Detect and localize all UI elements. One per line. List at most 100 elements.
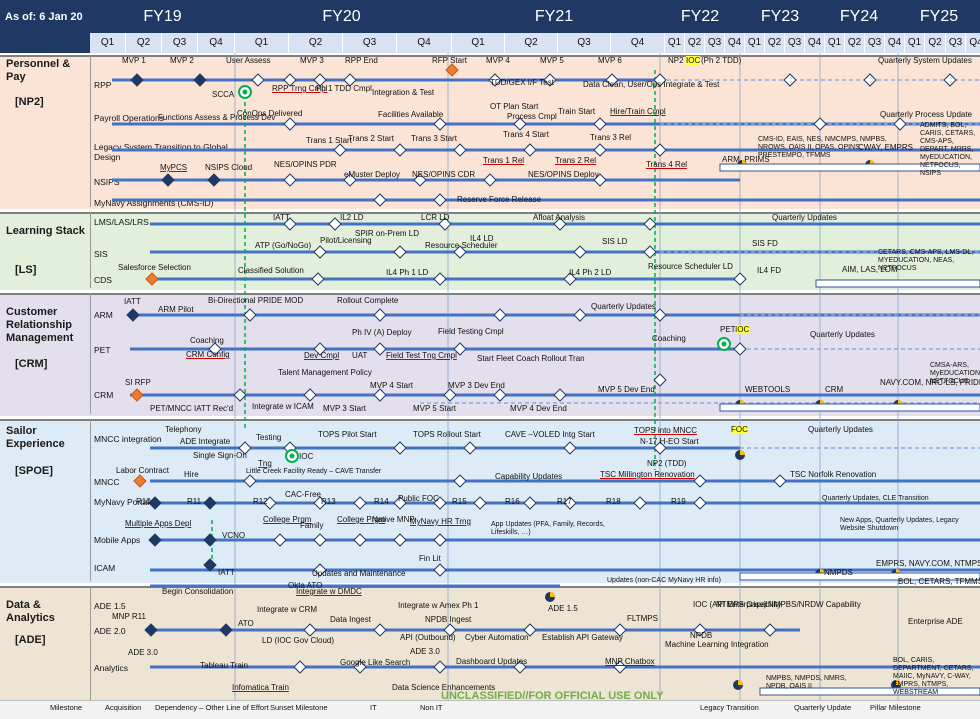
legend-item: Milestone xyxy=(50,703,83,712)
quarter-header: Q3 xyxy=(946,33,966,53)
milestone-label: FLTMPS xyxy=(627,614,658,623)
quarterly-update-diamond xyxy=(283,173,297,187)
quarter-header: Q1 xyxy=(745,33,765,53)
milestone-label: MVP 4 Start xyxy=(370,381,413,390)
milestone-label: Cyber Automation xyxy=(465,633,529,642)
milestone-label: LCR LD xyxy=(421,213,450,222)
quarterly-update-diamond xyxy=(733,342,747,356)
milestone-label: NES/OPINS PDR xyxy=(274,160,337,169)
quarterly-update-diamond xyxy=(283,217,297,231)
band-title: Personnel & Pay xyxy=(6,58,71,83)
milestone-label: Quarterly Updates xyxy=(810,330,875,339)
as-of-date: As of: 6 Jan 20 xyxy=(5,11,83,23)
quarter-header: Q4 xyxy=(198,33,235,53)
milestone-label: CMS-ID, EAIS, NES, NMCMPS, NMPBS, NROWS,… xyxy=(758,136,887,159)
acquisition-diamond xyxy=(445,63,459,77)
quarterly-update-diamond xyxy=(653,73,667,87)
quarterly-update-diamond xyxy=(243,474,257,488)
milestone-label: CETARS, CMS-APS, LMS-DL, MYEDUCATION, NE… xyxy=(878,249,974,272)
quarterly-update-diamond xyxy=(523,623,537,637)
quarterly-update-diamond xyxy=(573,308,587,322)
row-label: SIS xyxy=(94,249,108,259)
quarterly-update-diamond xyxy=(773,474,787,488)
milestone-label: Integrate w Amex Ph 1 xyxy=(398,601,479,610)
milestone-label: Begin Consolidation xyxy=(162,587,234,596)
milestone-label: Integrate w ICAM xyxy=(252,402,314,411)
quarter-header: Q3 xyxy=(785,33,805,53)
milestone-label: Start Fleet Coach Rollout Tran xyxy=(477,354,585,363)
quarterly-update-diamond xyxy=(353,496,367,510)
quarter-header: Q4 xyxy=(611,33,665,53)
quarterly-update-diamond xyxy=(653,143,667,157)
milestone-label: ADE 3.0 xyxy=(128,648,158,657)
quarterly-update-diamond xyxy=(251,73,265,87)
milestone-label: App Updates (PFA, Family, Records, Lifes… xyxy=(491,521,605,536)
quarterly-update-diamond xyxy=(453,342,467,356)
milestone-label: Quarterly System Updates xyxy=(878,56,972,65)
quarterly-update-diamond xyxy=(493,308,507,322)
quarterly-update-diamond xyxy=(273,533,287,547)
quarter-header: Q2 xyxy=(925,33,946,53)
band-code: [SPOE] xyxy=(15,465,53,477)
milestone-label: CWAY, EMPRS xyxy=(858,143,913,152)
milestone-diamond xyxy=(161,173,175,187)
quarterly-update-diamond xyxy=(303,388,317,402)
row-label: RPP xyxy=(94,80,112,90)
quarterly-update-diamond xyxy=(763,623,777,637)
milestone-diamond xyxy=(148,496,162,510)
quarter-header: Q1 xyxy=(665,33,685,53)
legend xyxy=(0,700,980,719)
quarterly-update-diamond xyxy=(553,217,567,231)
milestone-label: Okta ATO xyxy=(288,581,323,590)
quarterly-update-diamond xyxy=(373,342,387,356)
milestone-label: NP2 (TDD) xyxy=(647,459,687,468)
quarter-header: Q4 xyxy=(966,33,980,53)
milestone-label: TDD/GEX I/F Test xyxy=(490,78,554,87)
milestone-label: ADE 1.5 xyxy=(548,604,578,613)
quarterly-update-diamond xyxy=(208,342,222,356)
milestone-label: ConOps Delivered xyxy=(237,109,303,118)
milestone-label: Establish API Gateway xyxy=(542,633,623,642)
milestone-label: BOL, CARIS, DEPARTMENT, CETARS, MAIIC, M… xyxy=(893,657,974,696)
milestone-label: New Apps, Quarterly Updates, Legacy Webs… xyxy=(840,517,959,532)
milestone-label: TOPS Pilot Start xyxy=(318,430,377,439)
quarterly-update-diamond xyxy=(313,342,327,356)
quarterly-update-diamond xyxy=(643,245,657,259)
milestone-label: MVP 4 Dev End xyxy=(510,404,567,413)
legacy-transition-box xyxy=(759,687,980,696)
milestone-label: R11 xyxy=(187,497,202,506)
milestone-label: CRM Config xyxy=(186,350,230,359)
milestone-label: Reserve Force Release xyxy=(457,195,542,204)
milestone-label: College Prgm xyxy=(337,515,386,524)
milestone-label: RPP Trng Cmpl xyxy=(272,84,328,93)
milestone-label: Data Ingest xyxy=(330,615,371,624)
quarter-header: Q3 xyxy=(705,33,725,53)
quarter-header: Q3 xyxy=(558,33,611,53)
milestone-label: FOC xyxy=(731,425,748,434)
quarterly-update-diamond xyxy=(443,388,457,402)
milestone-label: Fin Lit xyxy=(419,554,441,563)
quarter-header: Q2 xyxy=(126,33,162,53)
quarterly-update-diamond xyxy=(413,173,427,187)
milestone-label: Quarterly Process Update xyxy=(880,110,973,119)
milestone-label: Dashboard Updates xyxy=(456,657,528,666)
quarterly-update-diamond xyxy=(563,441,577,455)
milestone-label: ATP (Go/NoGo) xyxy=(255,241,312,250)
legend-item: Legacy Transition xyxy=(700,703,759,712)
quarterly-update-diamond xyxy=(433,533,447,547)
milestone-label: Updates (non-CAC MyNavy HR info) xyxy=(607,577,721,584)
quarterly-update-diamond xyxy=(653,373,667,387)
legend-item: Sunset Milestone xyxy=(270,703,328,712)
milestone-label: R16 xyxy=(505,497,520,506)
quarterly-update-diamond xyxy=(393,245,407,259)
milestone-label: Train Start xyxy=(558,107,596,116)
milestone-label: Ph IV (A) Deploy xyxy=(352,328,412,337)
quarter-header: Q4 xyxy=(805,33,825,53)
milestone-label: Coaching xyxy=(652,334,686,343)
milestone-label: Afloat Analysis xyxy=(533,213,586,222)
milestone-label: Machine Learning Integration xyxy=(665,640,769,649)
milestone-diamond xyxy=(144,623,158,637)
milestone-label: NTMPS Capability xyxy=(716,600,782,609)
